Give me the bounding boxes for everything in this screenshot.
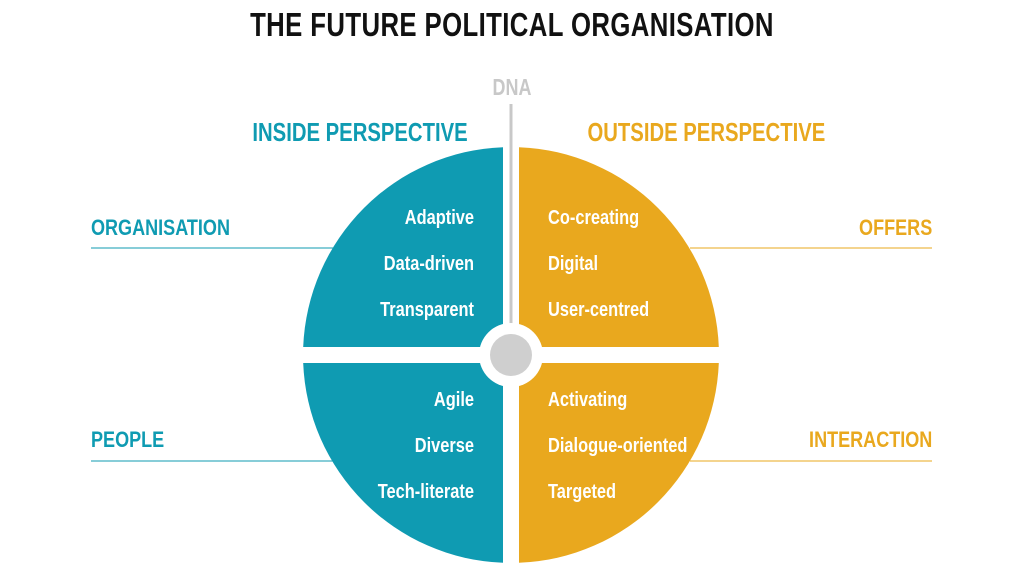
dna-label: DNA [492, 74, 532, 100]
list-item: Tech-literate [377, 481, 474, 503]
list-item: Adaptive [404, 207, 474, 229]
outside-perspective-heading: OUTSIDE PERSPECTIVE [587, 117, 826, 147]
list-item: Activating [548, 389, 628, 411]
list-item: Agile [433, 389, 474, 411]
interaction-items: Activating Dialogue-oriented Targeted [548, 388, 708, 526]
quadrant-organisation [303, 147, 503, 347]
quadrant-offers [519, 147, 719, 347]
interaction-label: INTERACTION [808, 427, 932, 452]
page-title: THE FUTURE POLITICAL ORGANISATION [250, 6, 774, 43]
list-item: Dialogue-oriented [548, 435, 688, 457]
quadrant-interaction [519, 363, 719, 563]
offers-label: OFFERS [858, 215, 932, 240]
list-item: Transparent [380, 299, 474, 321]
inside-perspective-heading: INSIDE PERSPECTIVE [252, 117, 468, 147]
offers-items: Co-creating Digital User-centred [548, 206, 708, 344]
list-item: Data-driven [383, 253, 474, 275]
organisation-label: ORGANISATION [91, 215, 230, 240]
center-circle [490, 334, 532, 376]
list-item: User-centred [548, 299, 650, 321]
quadrant-people [303, 363, 503, 563]
people-label: PEOPLE [91, 427, 165, 452]
list-item: Co-creating [548, 207, 640, 229]
list-item: Digital [548, 253, 599, 275]
people-items: Agile Diverse Tech-literate [314, 388, 474, 526]
list-item: Targeted [548, 481, 617, 503]
organisation-items: Adaptive Data-driven Transparent [314, 206, 474, 344]
list-item: Diverse [414, 435, 474, 457]
